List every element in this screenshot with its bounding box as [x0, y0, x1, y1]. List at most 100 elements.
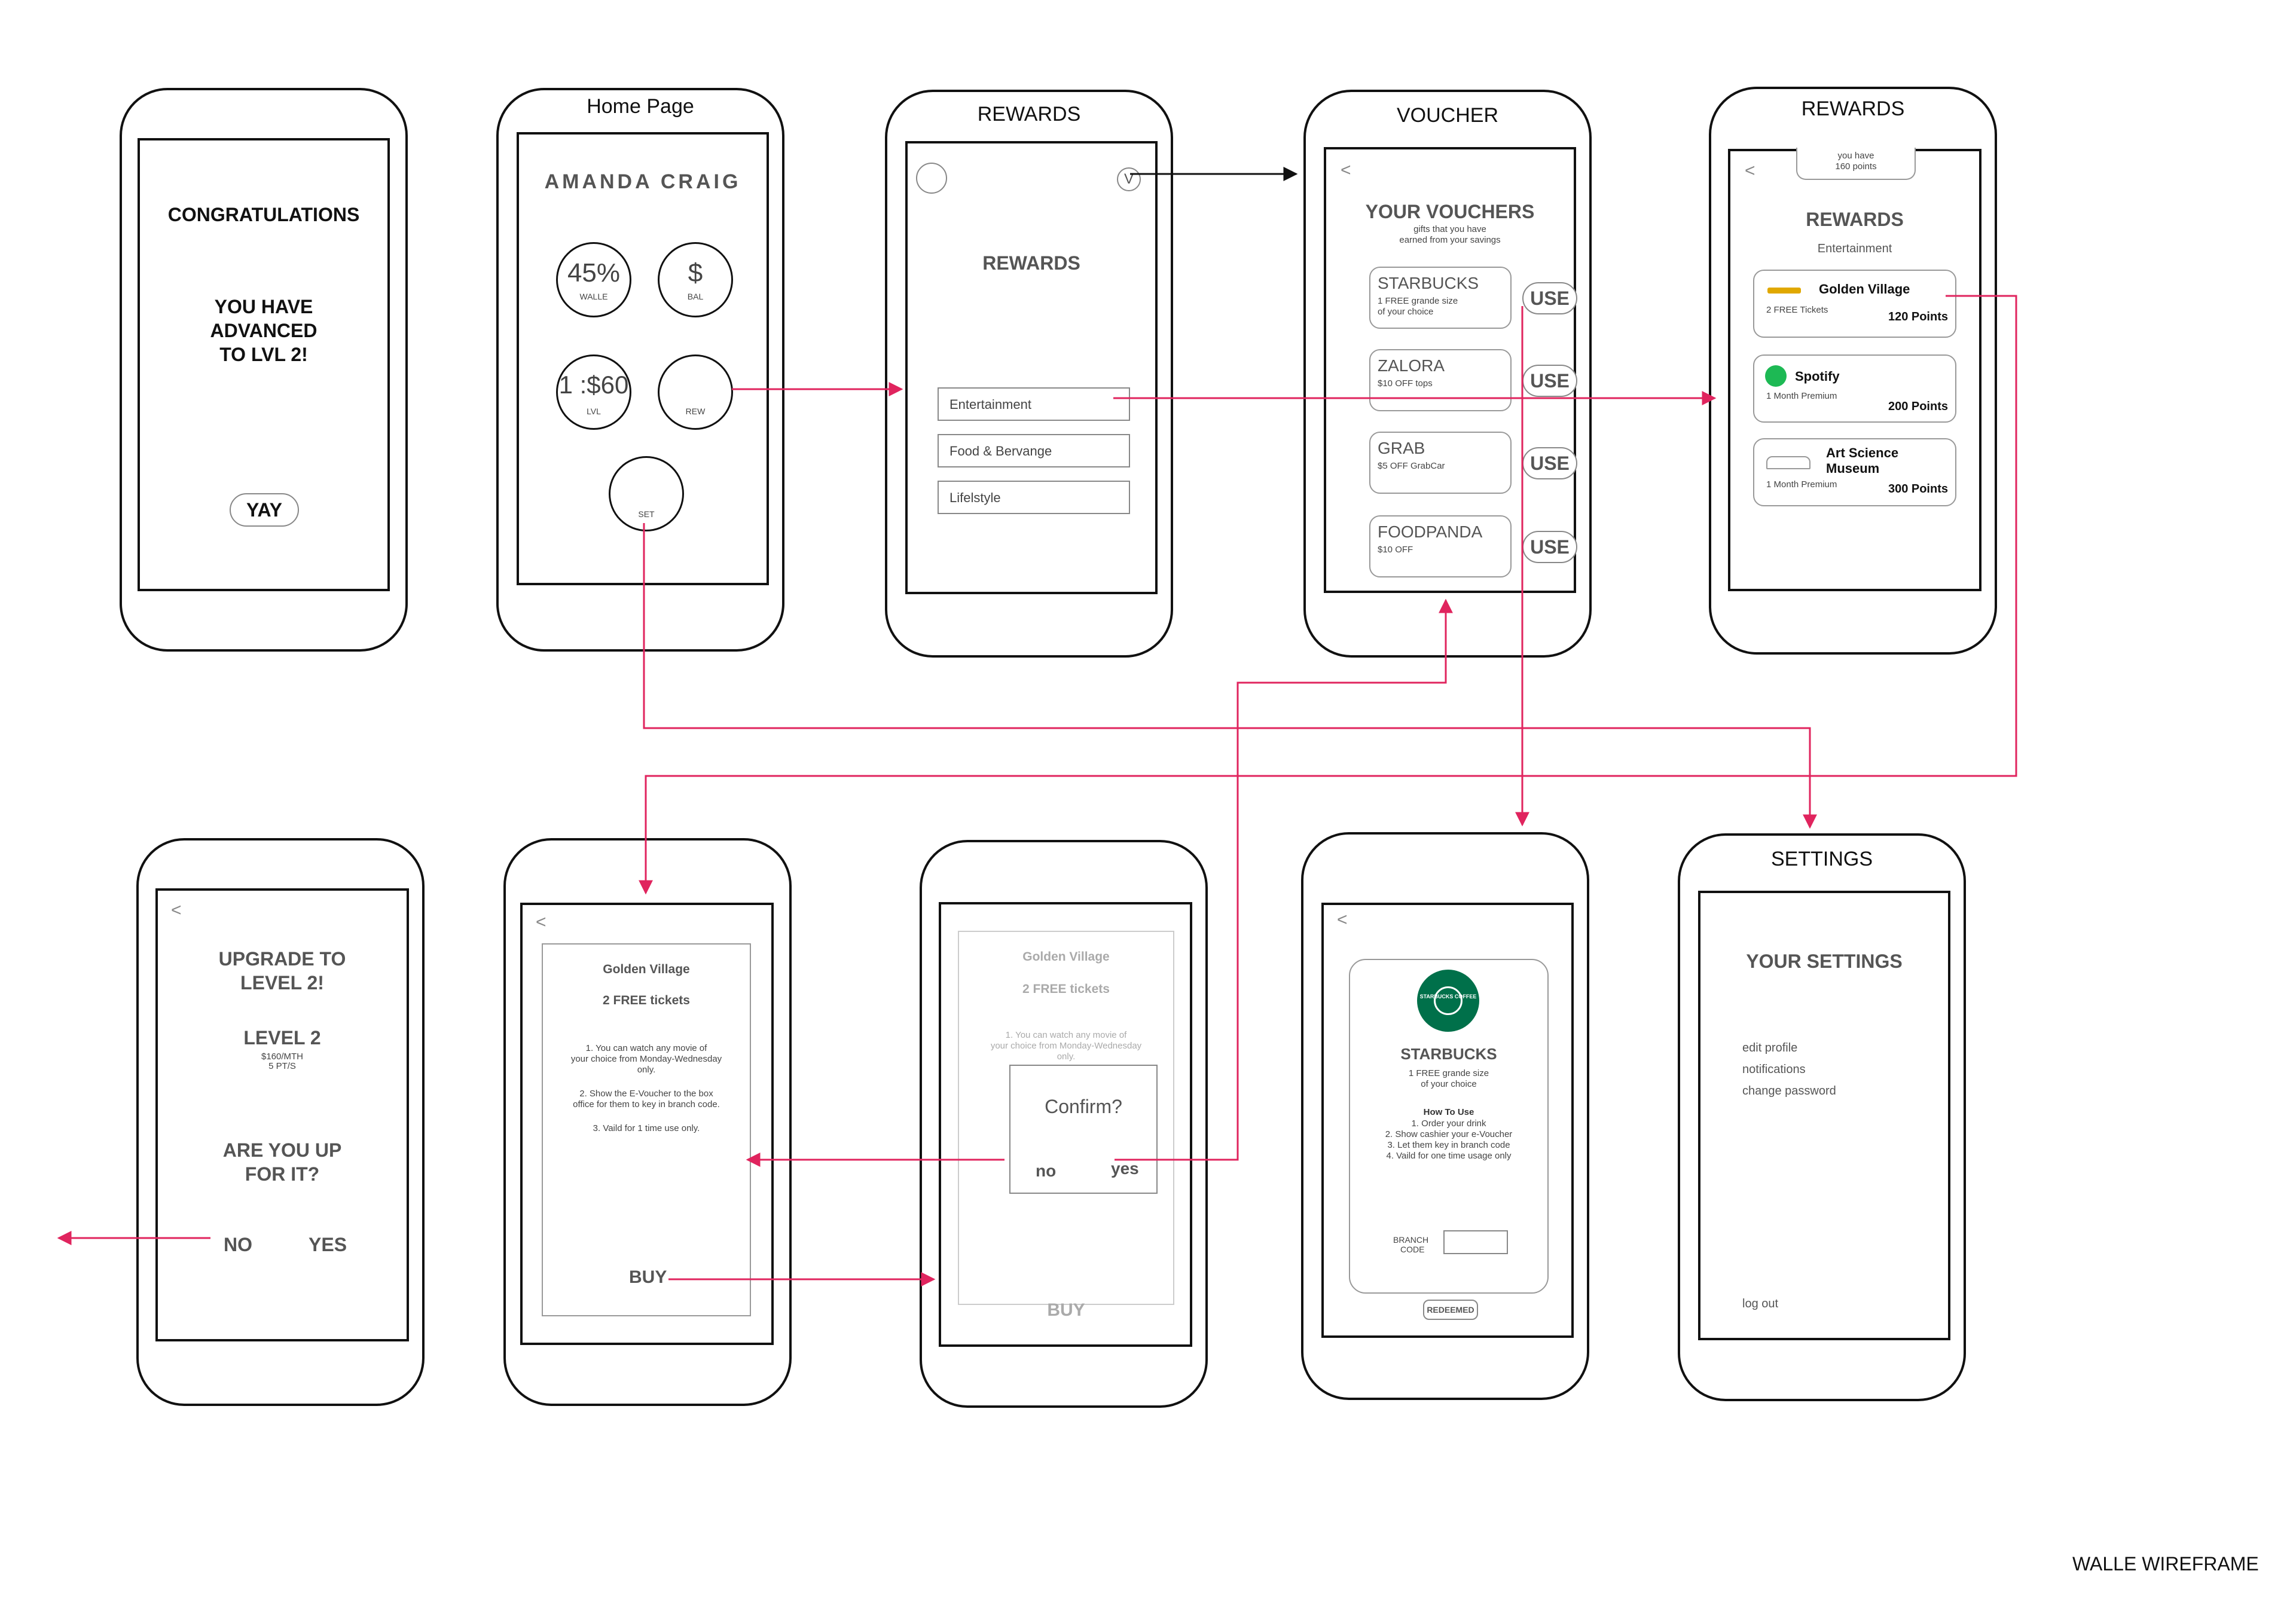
- yes-button[interactable]: YES: [309, 1234, 347, 1255]
- term2-line1: 2. Show the E-Voucher to the box: [579, 1089, 713, 1099]
- walle-value: 45%: [567, 258, 621, 288]
- question-line2: FOR IT?: [245, 1163, 320, 1185]
- phone-rewards-list: REWARDS < you have 160 points REWARDS En…: [1709, 87, 1997, 655]
- upgrade-heading-line2: LEVEL 2!: [240, 972, 324, 994]
- use-button-starbucks[interactable]: USE: [1522, 282, 1577, 314]
- faded-term-line2: your choice from Monday-Wednesday: [990, 1041, 1142, 1051]
- home-page-title: Home Page: [587, 95, 694, 118]
- howto-line1: 1. Order your drink: [1411, 1118, 1486, 1129]
- starbucks-name: STARBUCKS: [1400, 1045, 1497, 1063]
- reward-desc-golden-village: 2 FREE Tickets: [1766, 305, 1828, 315]
- level-title: LEVEL 2: [243, 1027, 321, 1049]
- advanced-message-line3: TO LVL 2!: [219, 344, 308, 365]
- starbucks-siren-icon: [1434, 986, 1463, 1015]
- term1-line3: only.: [637, 1065, 656, 1075]
- level-desc-line2: 5 PT/S: [268, 1061, 296, 1071]
- points-line1: you have: [1837, 151, 1874, 161]
- voucher-desc-foodpanda: $10 OFF: [1378, 545, 1413, 555]
- back-icon[interactable]: <: [536, 912, 546, 932]
- rewards-heading: REWARDS: [982, 252, 1080, 274]
- yay-button[interactable]: YAY: [230, 493, 299, 527]
- rewards-label: REW: [685, 406, 706, 416]
- edit-profile-option[interactable]: edit profile: [1742, 1041, 1798, 1055]
- use-button-grab[interactable]: USE: [1522, 447, 1577, 479]
- buy-button[interactable]: BUY: [629, 1267, 667, 1287]
- starbucks-desc-line1: 1 FREE grande size: [1408, 1068, 1489, 1078]
- settings-heading: YOUR SETTINGS: [1746, 950, 1903, 972]
- back-icon[interactable]: <: [171, 900, 182, 920]
- reward-detail-card: Golden Village 2 FREE tickets 1. You can…: [542, 943, 751, 1316]
- howto-title: How To Use: [1423, 1107, 1474, 1117]
- balance-circle[interactable]: $ BAL: [658, 242, 733, 317]
- screen-congratulations: CONGRATULATIONS YOU HAVE ADVANCED TO LVL…: [138, 138, 390, 591]
- reward-card-spotify[interactable]: Spotify 1 Month Premium 200 Points: [1753, 354, 1956, 423]
- voucher-desc-grab: $5 OFF GrabCar: [1378, 461, 1445, 471]
- voucher-v-button[interactable]: V: [1117, 167, 1141, 191]
- redeemed-button[interactable]: REDEEMED: [1423, 1300, 1478, 1320]
- screen-home: AMANDA CRAIG 45% WALLE $ BAL 1 :$60 LVL …: [517, 132, 769, 585]
- phone-rewards-categories: REWARDS V REWARDS Entertainment Food & B…: [885, 90, 1173, 658]
- screen-confirm: Golden Village 2 FREE tickets 1. You can…: [939, 902, 1192, 1347]
- vouchers-heading: YOUR VOUCHERS: [1365, 201, 1535, 222]
- faded-title: Golden Village: [1022, 950, 1110, 964]
- phone-settings: SETTINGS YOUR SETTINGS edit profile noti…: [1678, 833, 1966, 1401]
- balance-label: BAL: [687, 292, 704, 301]
- level-circle[interactable]: 1 :$60 LVL: [556, 354, 631, 430]
- advanced-message-line2: ADVANCED: [210, 320, 317, 341]
- logout-option[interactable]: log out: [1742, 1297, 1779, 1310]
- back-icon[interactable]: <: [1745, 161, 1755, 181]
- reward-card-art-science-museum[interactable]: Art Science Museum 1 Month Premium 300 P…: [1753, 438, 1956, 506]
- screen-starbucks-voucher: < STARBUCKS COFFEE STARBUCKS 1 FREE gran…: [1321, 903, 1574, 1338]
- back-icon[interactable]: <: [1341, 160, 1351, 180]
- phone-home: Home Page AMANDA CRAIG 45% WALLE $ BAL 1…: [496, 88, 784, 652]
- back-icon[interactable]: <: [1337, 910, 1348, 930]
- voucher-card-foodpanda[interactable]: FOODPANDA $10 OFF: [1369, 515, 1512, 577]
- change-password-option[interactable]: change password: [1742, 1084, 1836, 1098]
- starbucks-voucher-card: STARBUCKS COFFEE STARBUCKS 1 FREE grande…: [1349, 959, 1549, 1294]
- rewards-list-heading: REWARDS: [1806, 209, 1904, 230]
- upgrade-heading-line1: UPGRADE TO: [218, 948, 346, 970]
- phone-upgrade: < UPGRADE TO LEVEL 2! LEVEL 2 $160/MTH 5…: [136, 838, 425, 1406]
- term3-line1: 3. Vaild for 1 time use only.: [593, 1123, 700, 1133]
- use-button-zalora[interactable]: USE: [1522, 365, 1577, 397]
- phone-reward-detail: < Golden Village 2 FREE tickets 1. You c…: [503, 838, 792, 1406]
- settings-page-title: SETTINGS: [1770, 848, 1873, 870]
- rewards-circle[interactable]: REW: [658, 354, 733, 430]
- starbucks-desc-line2: of your choice: [1421, 1079, 1477, 1089]
- advanced-message-line1: YOU HAVE: [214, 296, 313, 317]
- confirm-label: Confirm?: [1045, 1096, 1122, 1117]
- congratulations-heading: CONGRATULATIONS: [167, 204, 360, 225]
- screen-rewards-list: < you have 160 points REWARDS Entertainm…: [1728, 148, 1981, 591]
- no-button[interactable]: NO: [224, 1234, 252, 1255]
- voucher-card-grab[interactable]: GRAB $5 OFF GrabCar: [1369, 432, 1512, 494]
- spotify-logo-icon: [1765, 365, 1787, 387]
- notifications-option[interactable]: notifications: [1742, 1063, 1806, 1076]
- phone-congratulations: CONGRATULATIONS YOU HAVE ADVANCED TO LVL…: [120, 88, 408, 652]
- confirm-no-button[interactable]: no: [1036, 1162, 1057, 1180]
- screen-settings: YOUR SETTINGS edit profile notifications…: [1698, 891, 1950, 1340]
- settings-circle[interactable]: SET: [609, 456, 684, 531]
- faded-term-line1: 1. You can watch any movie of: [1005, 1030, 1127, 1040]
- branch-code-input[interactable]: [1443, 1230, 1508, 1254]
- use-button-foodpanda[interactable]: USE: [1522, 531, 1577, 563]
- voucher-card-zalora[interactable]: ZALORA $10 OFF tops: [1369, 349, 1512, 411]
- profile-circle[interactable]: [916, 163, 947, 194]
- level-value: 1 :$60: [558, 371, 629, 399]
- voucher-desc-starbucks-line2: of your choice: [1378, 307, 1434, 317]
- reward-name-art-science-line1: Art Science: [1826, 445, 1899, 460]
- reward-detail-title: Golden Village: [603, 962, 690, 976]
- reward-card-golden-village[interactable]: Golden Village 2 FREE Tickets 120 Points: [1753, 270, 1956, 338]
- category-entertainment[interactable]: Entertainment: [938, 387, 1130, 421]
- walle-circle[interactable]: 45% WALLE: [556, 242, 631, 317]
- category-food[interactable]: Food & Bervange: [938, 434, 1130, 467]
- settings-label: SET: [638, 509, 655, 519]
- reward-desc-spotify: 1 Month Premium: [1766, 391, 1837, 401]
- confirm-yes-button[interactable]: yes: [1111, 1159, 1139, 1178]
- walle-label: WALLE: [579, 292, 608, 301]
- voucher-card-starbucks[interactable]: STARBUCKS 1 FREE grande size of your cho…: [1369, 267, 1512, 329]
- screen-rewards-categories: V REWARDS Entertainment Food & Bervange …: [905, 141, 1158, 594]
- vouchers-subheading-line2: earned from your savings: [1399, 235, 1501, 245]
- voucher-name-starbucks: STARBUCKS: [1378, 274, 1479, 292]
- category-lifestyle[interactable]: Lifelstyle: [938, 481, 1130, 514]
- faded-buy-button: BUY: [1047, 1300, 1085, 1320]
